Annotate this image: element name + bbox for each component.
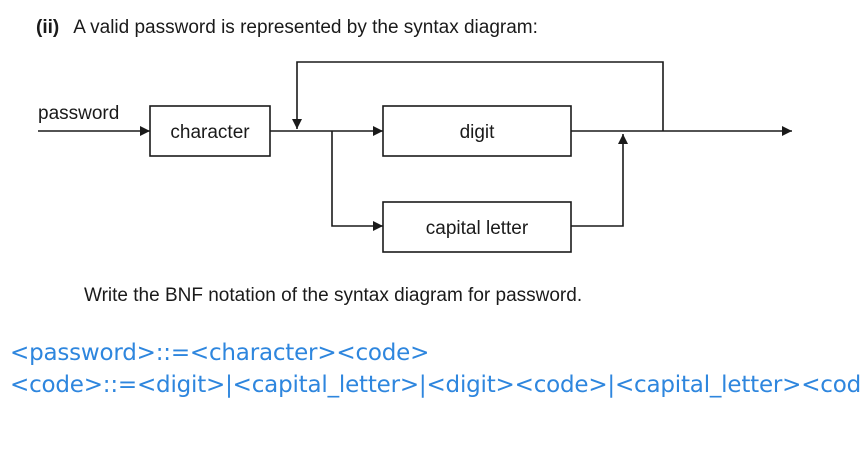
loop-back-arrow (292, 61, 664, 131)
digit-label: digit (460, 122, 496, 143)
syntax-diagram: password character digit capital letter (38, 61, 792, 253)
branch-to-capital (331, 131, 383, 231)
entry-label: password (38, 103, 119, 124)
instruction-text: Write the BNF notation of the syntax dia… (84, 285, 583, 306)
question-heading: (ii) A valid password is represented by t… (36, 16, 538, 40)
capital-rejoin-arrow (571, 134, 628, 227)
question-text: A valid password is represented by the s… (73, 17, 538, 38)
question-number: (ii) (36, 17, 60, 38)
character-label: character (170, 122, 250, 143)
answer-line-2: <code>::=<digit>|<capital_letter>|<digit… (10, 372, 862, 398)
capital-letter-box (382, 201, 572, 253)
answer-line-1: <password>::=<character><code> (10, 340, 430, 366)
capital-letter-label: capital letter (426, 218, 529, 239)
